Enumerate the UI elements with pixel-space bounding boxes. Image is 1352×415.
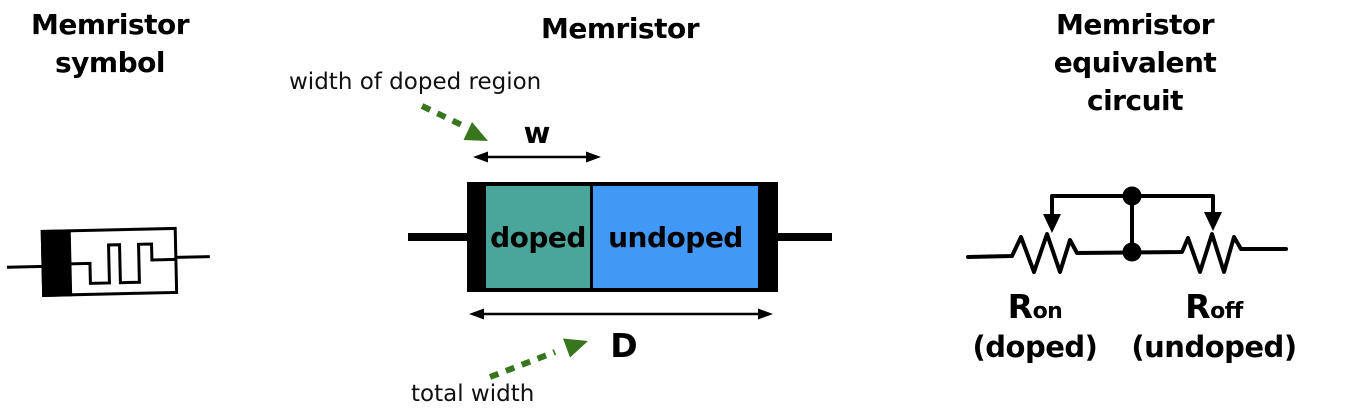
r-on-symbol: R [1007,287,1033,326]
symbol-panel-title: Memristor symbol [30,8,190,79]
w-label: w [523,116,551,150]
equivalent-circuit-drawing [966,186,1288,274]
symbol-polarity-bar [40,229,73,297]
symbol-meander-line [69,242,176,285]
r-on-subscript: on [1032,299,1063,324]
r-on-label-block: Ron (doped) [970,290,1100,365]
r-off-caption: (undoped) [1131,330,1297,364]
doped-width-annotation: width of doped region [289,69,542,95]
equivalent-panel-title: Memristor equivalent circuit [1053,8,1217,117]
d-label: D [610,326,638,365]
r-on-name: Ron [970,290,1100,329]
r-off-symbol: R [1185,287,1211,326]
center-node-dot [1122,242,1142,262]
r-off-subscript: off [1210,299,1243,324]
symbol-left-lead [6,264,46,269]
r-off-label-block: Roff (undoped) [1128,290,1300,365]
total-width-annotation: total width [411,381,535,407]
r-on-caption: (doped) [972,330,1098,364]
memristor-device: doped undoped [467,182,778,292]
d-extent-arrow [469,308,773,320]
memristor-symbol-drawing [6,226,210,297]
device-left-lead [408,233,469,241]
left-wiper-arrowhead [1043,214,1061,233]
w-extent-arrow [473,151,601,163]
right-wiper-arrowhead [1204,212,1222,231]
device-panel-title: Memristor [540,12,700,45]
r-off-name: Roff [1128,290,1300,329]
annotation-arrow-icon [488,338,588,380]
device-right-lead [776,233,832,241]
doped-region: doped [486,186,590,288]
undoped-region: undoped [593,186,758,288]
symbol-right-lead [175,255,210,259]
doped-region-label: doped [490,220,586,254]
undoped-region-label: undoped [608,220,743,254]
annotation-arrow-icon [420,103,488,141]
top-node-dot [1122,186,1142,206]
